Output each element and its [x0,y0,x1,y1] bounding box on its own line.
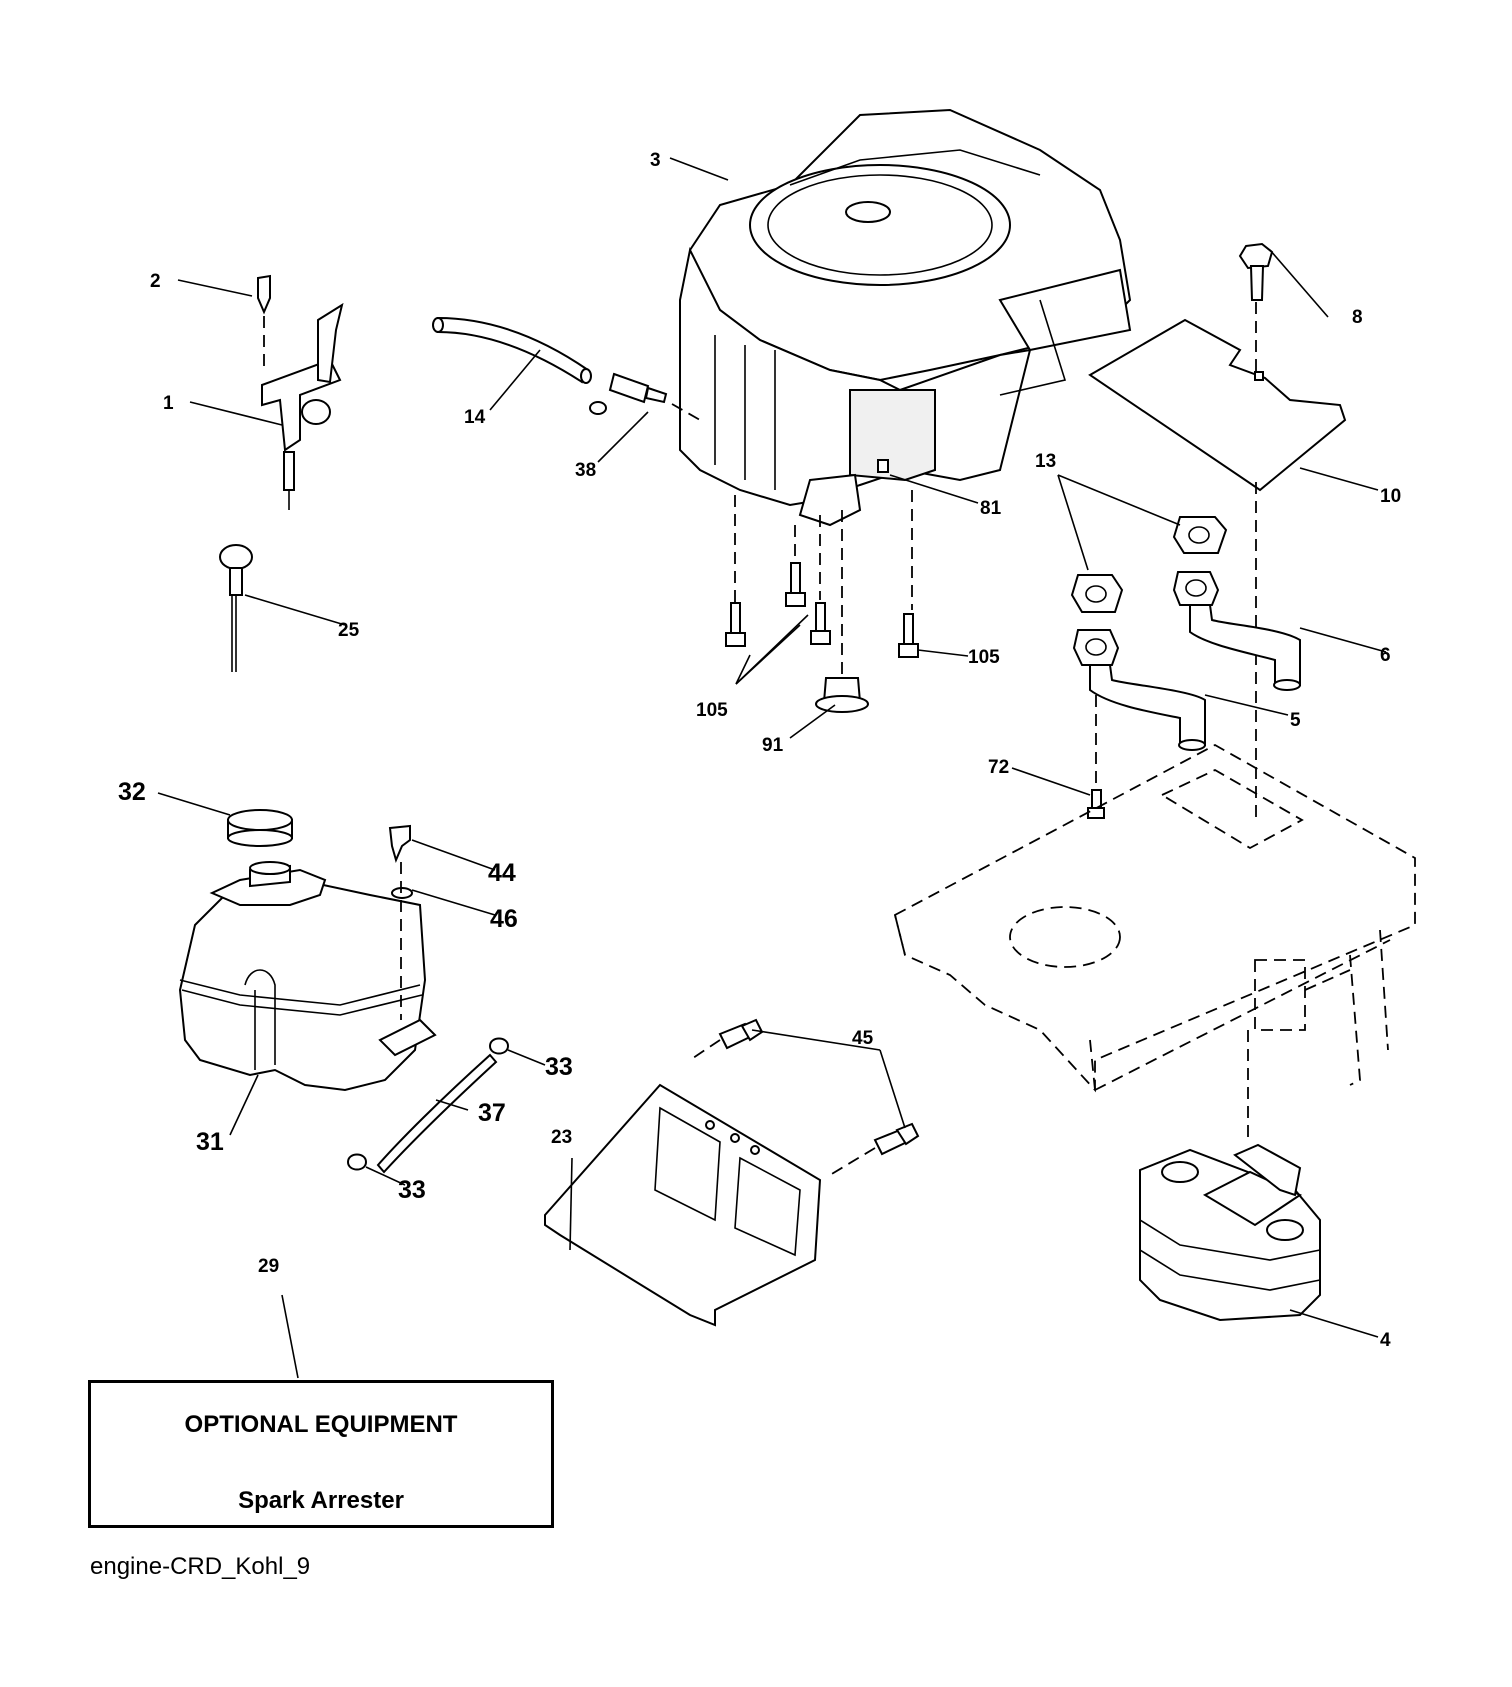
callout-8: 8 [1352,307,1363,328]
callout-32: 32 [118,778,146,806]
callout-5: 5 [1290,710,1301,731]
callout-13: 13 [1035,451,1056,472]
optional-equipment-box: OPTIONAL EQUIPMENT Spark Arrester [88,1380,554,1528]
heat-shield [1088,242,1347,820]
callout-38: 38 [575,460,596,481]
engine-mount-hardware [725,490,919,713]
tractor-frame [893,743,1416,1093]
exhaust-pipes [1070,516,1301,819]
callout-29: 29 [258,1256,279,1277]
callout-44: 44 [488,859,516,887]
callout-33-bottom: 33 [398,1176,426,1204]
callout-37: 37 [478,1099,506,1127]
callout-1: 1 [163,393,174,414]
callout-3: 3 [650,150,661,171]
callout-46: 46 [490,905,518,933]
mounting-bracket [544,1018,920,1327]
engine [679,108,1132,527]
optional-equipment-title: OPTIONAL EQUIPMENT [184,1411,458,1438]
callout-33-top: 33 [545,1053,573,1081]
callout-2: 2 [150,271,161,292]
fuel-line-clamps [346,1037,510,1174]
callout-72: 72 [988,757,1009,778]
spark-arrester-label: Spark Arrester [238,1487,404,1514]
callout-81: 81 [980,498,1002,519]
callout-10: 10 [1380,486,1401,507]
choke-cable [219,544,253,672]
callout-105-right: 105 [968,647,1000,668]
callout-91: 91 [762,735,784,756]
throttle-control [257,274,344,510]
callout-6: 6 [1380,645,1391,666]
muffler [1139,1030,1321,1322]
callout-45: 45 [852,1028,874,1049]
callout-23: 23 [551,1127,572,1148]
callout-labels: 2 1 3 8 10 13 6 5 14 38 81 25 105 105 91… [118,150,1401,1351]
callout-31: 31 [196,1128,224,1156]
callout-105-left: 105 [696,700,728,721]
diagram-caption: engine-CRD_Kohl_9 [90,1553,311,1580]
callout-25: 25 [338,620,360,641]
callout-14: 14 [464,407,486,428]
fuel-line-and-filter [432,316,701,421]
callout-4: 4 [1380,1330,1391,1351]
fuel-tank [178,809,437,1092]
leader-lines [157,157,1387,1379]
